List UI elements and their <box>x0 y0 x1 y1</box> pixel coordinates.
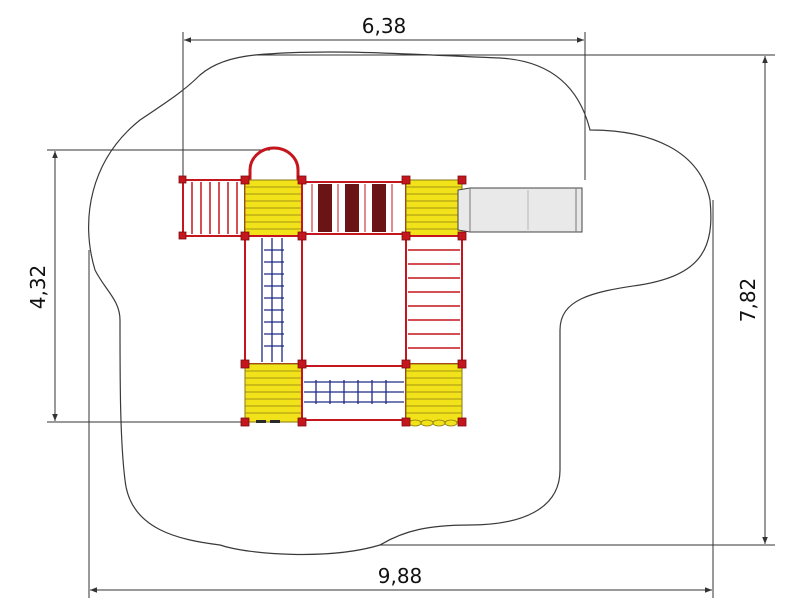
dimension-right-label: 7,82 <box>736 278 760 323</box>
play-structure <box>178 146 583 427</box>
dimension-left: 4,32 <box>26 149 270 423</box>
dimension-top: 6,38 <box>182 14 586 180</box>
dimension-bottom-label: 9,88 <box>378 564 423 588</box>
safety-zone-outline <box>88 51 712 556</box>
dimension-left-label: 4,32 <box>26 265 50 310</box>
deck-bottom-right <box>405 363 463 427</box>
deck-bottom-left <box>244 363 303 423</box>
top-bridge <box>301 181 407 235</box>
bottom-net-bridge <box>301 365 407 421</box>
right-ladder <box>405 235 463 365</box>
left-ladder <box>182 179 246 237</box>
slide <box>457 187 583 233</box>
dimension-top-label: 6,38 <box>362 14 407 38</box>
left-climbing-net <box>244 235 303 365</box>
arch-roof <box>248 146 300 183</box>
deck-top-right <box>405 179 463 237</box>
deck-bottom-left-steps <box>256 420 280 423</box>
dimension-right: 7,82 <box>255 54 775 546</box>
deck-top-left <box>244 179 303 237</box>
dimension-bottom: 9,88 <box>88 200 714 598</box>
posts <box>178 175 467 427</box>
